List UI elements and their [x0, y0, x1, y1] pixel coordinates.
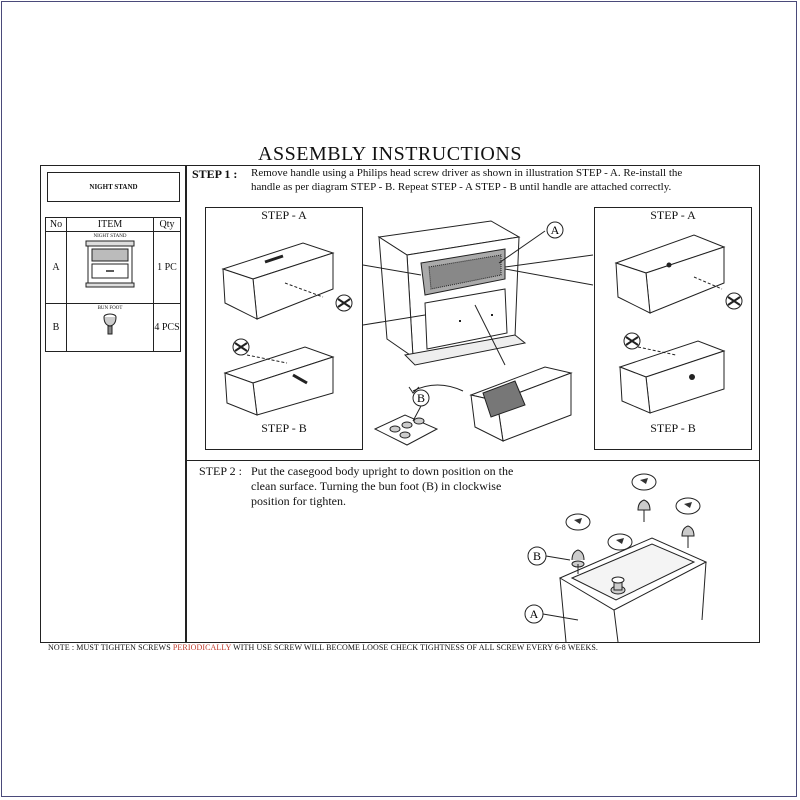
callout-b-step2: B	[533, 549, 541, 563]
step2-text-line3: position for tighten.	[251, 494, 346, 508]
note-prefix: NOTE : MUST TIGHTEN SCREWS	[48, 643, 173, 652]
parts-column	[40, 165, 186, 643]
bun-foot-install-illustration: B A	[524, 473, 708, 643]
col-item: ITEM	[66, 217, 154, 232]
step2-text-line1: Put the casegood body upright to down po…	[251, 464, 514, 478]
parts-table: No ITEM Qty A NIGHT STAND 1 PC B BUN FOO…	[45, 217, 181, 352]
note-highlight: PERIODICALLY	[172, 643, 232, 652]
maintenance-note: NOTE : MUST TIGHTEN SCREWS PERIODICALLY …	[48, 643, 598, 652]
step2-text-line2: clean surface. Turning the bun foot (B) …	[251, 479, 502, 493]
step1-text-line1: Remove handle using a Philips head screw…	[251, 167, 683, 179]
item-caption: NIGHT STAND	[93, 234, 127, 239]
instructions-column	[186, 165, 760, 643]
nightstand-thumbnail	[85, 240, 135, 288]
row-qty: 1 PC	[153, 231, 181, 304]
nightstand-main-illustration: A B	[362, 220, 594, 446]
col-qty: Qty	[153, 217, 181, 232]
callout-b-step1: B	[417, 391, 425, 405]
callout-a-step2: A	[530, 607, 539, 621]
step1-label: STEP 1 :	[192, 167, 238, 181]
drawer-remove-handle-illustration	[221, 242, 353, 416]
right-step-b-label: STEP - B	[650, 421, 696, 435]
bun-foot-icon	[103, 313, 117, 335]
step-divider	[186, 460, 760, 461]
right-step-panel: STEP - A STEP - B	[594, 207, 752, 450]
callout-a-step1: A	[551, 223, 560, 237]
step2-label: STEP 2 :	[199, 464, 242, 478]
row-no: B	[45, 303, 67, 352]
row-qty: 4 PCS	[153, 303, 181, 352]
step1-text-line2: handle as per diagram STEP - B. Repeat S…	[251, 181, 672, 193]
note-suffix: WITH USE SCREW WILL BECOME LOOSE CHECK T…	[231, 643, 598, 652]
item-caption: BUN FOOT	[97, 306, 123, 311]
product-name: NIGHT STAND	[47, 172, 180, 202]
page-title: ASSEMBLY INSTRUCTIONS	[258, 143, 522, 165]
col-no: No	[45, 217, 67, 232]
row-no: A	[45, 231, 67, 304]
table-row: B BUN FOOT 4 PCS	[45, 303, 181, 352]
left-step-b-label: STEP - B	[261, 421, 307, 435]
left-step-panel: STEP - A STEP - B	[205, 207, 363, 450]
drawer-install-handle-illustration	[614, 234, 743, 414]
table-row: A NIGHT STAND 1 PC	[45, 231, 181, 304]
left-step-a-label: STEP - A	[261, 208, 307, 222]
right-step-a-label: STEP - A	[650, 208, 696, 222]
